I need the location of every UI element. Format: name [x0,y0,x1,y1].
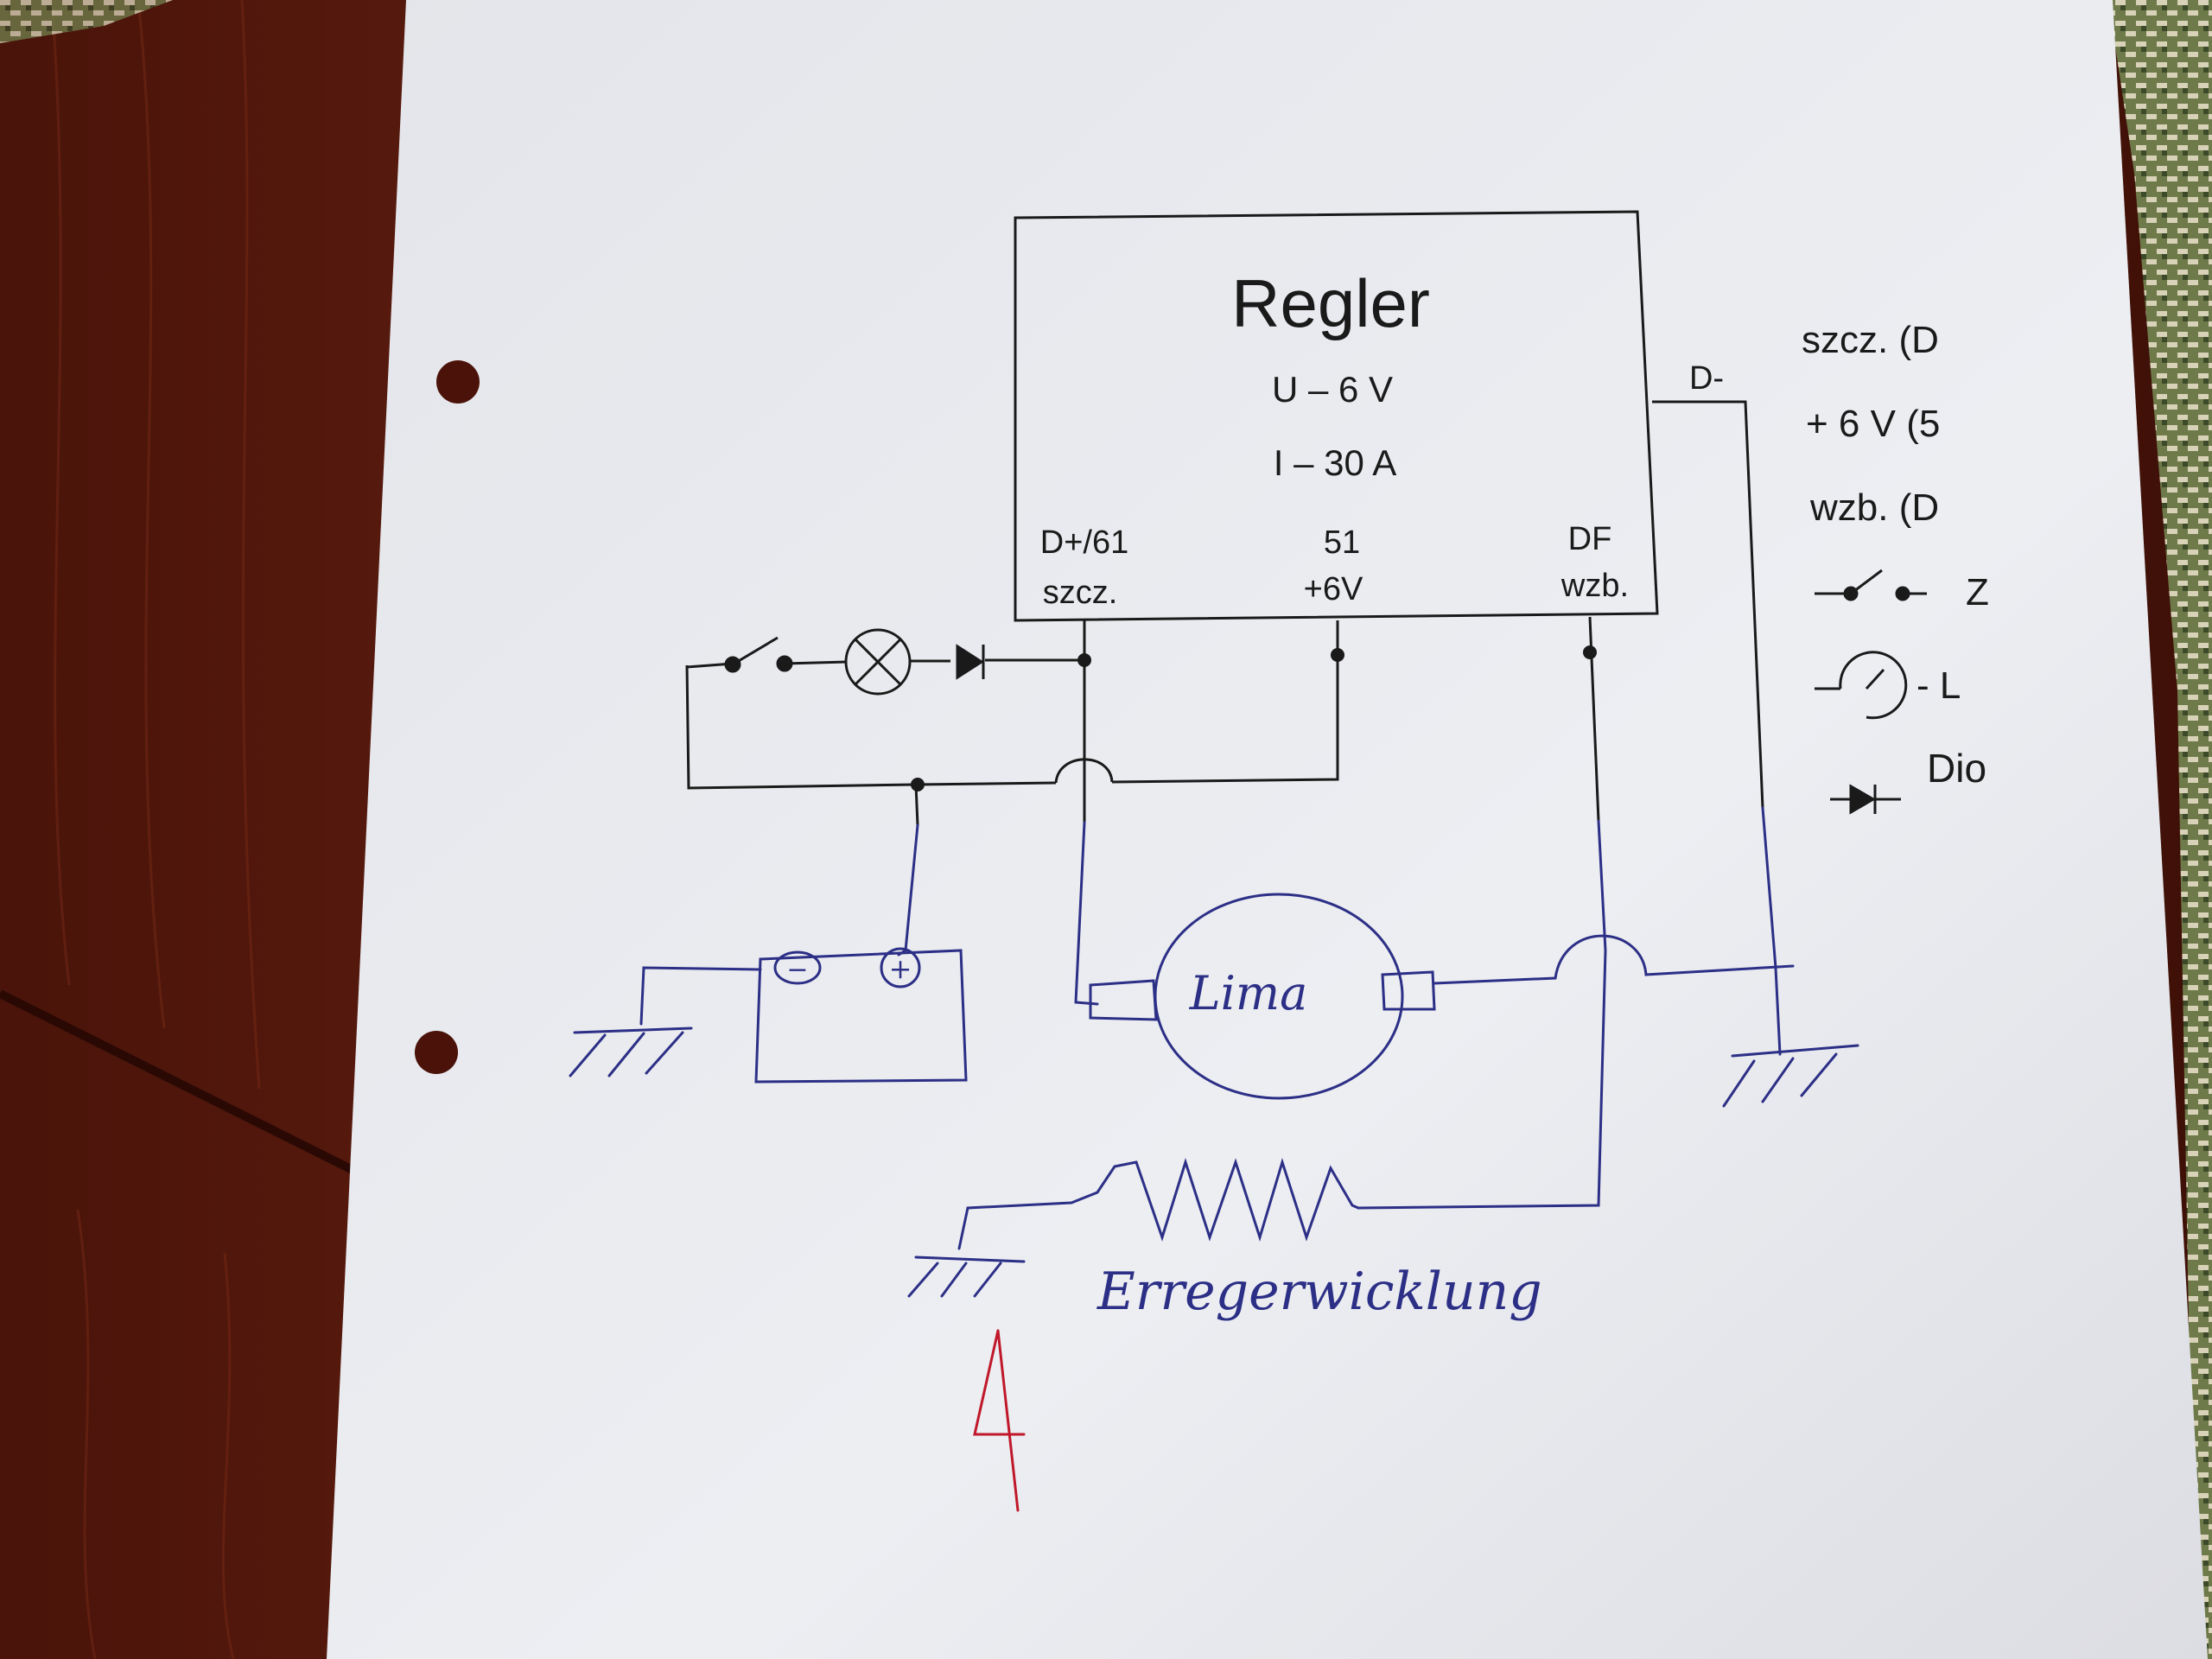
terminal-label-bottom: szcz. [1043,575,1118,611]
regulator-current: I – 30 A [1274,442,1396,483]
terminal-label-bottom: wzb. [1560,568,1629,604]
diode-symbol [956,644,985,680]
fabric-top-left [0,0,173,43]
legend-item: - L [1916,664,1961,707]
regulator-box [1014,210,1659,622]
legend-item: Z [1966,571,1989,613]
junction-dots [911,645,1597,791]
erregerwicklung-label: Erregerwicklung [1096,1262,1542,1322]
paper-sheet [327,0,2208,1659]
terminal-label-bottom: +6V [1304,571,1363,607]
regulator-title: Regler [1231,265,1430,341]
lamp-symbol [844,628,912,696]
switch-symbol [724,636,793,673]
red-arrow [973,1329,1026,1512]
lima-label: Lima [1189,966,1308,1020]
battery-plus-label: + [889,952,912,985]
battery-minus-label: − [786,955,808,985]
legend-item: szcz. (D [1802,319,1939,361]
punch-hole [436,360,480,404]
terminal-label-top: DF [1568,521,1612,557]
legend-item: wzb. (D [1809,486,1939,529]
legend-diode-icon [1830,784,1901,815]
woven-fabric [2108,0,2212,1659]
legend-lamp-icon [1815,651,1908,720]
d-minus-label: D- [1689,360,1724,397]
terminal-label-top: D+/61 [1040,524,1128,561]
regulator-voltage: U – 6 V [1272,369,1393,410]
wood-grain [50,0,261,1659]
legend-item: Dio [1927,746,1986,791]
legend-switch-icon [1815,569,1927,601]
battery-terminals [773,947,921,988]
terminal-label-top: 51 [1324,524,1360,561]
legend-item: + 6 V (5 [1806,403,1940,445]
punch-hole [415,1031,458,1074]
